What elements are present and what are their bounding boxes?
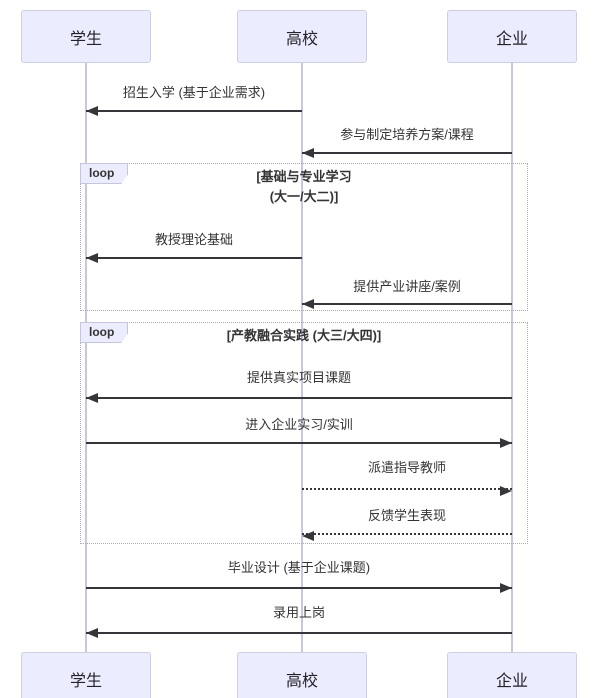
- arrowhead-icon: [86, 628, 98, 638]
- message-label: 提供产业讲座/案例: [353, 279, 461, 294]
- loop-keyword-label: loop: [80, 322, 128, 343]
- arrowhead-icon: [86, 393, 98, 403]
- message-label: 教授理论基础: [154, 232, 233, 247]
- loop-title-line-1: [产教融合实践 (大三/大四)]: [226, 328, 382, 343]
- message-arrow-left: [86, 393, 512, 403]
- message-arrow-left: [302, 148, 512, 158]
- loop-block-foundation: loop [基础与专业学习 (大一/大二)]: [80, 163, 528, 311]
- actor-enterprise-top: 企业: [447, 10, 577, 63]
- actor-label: 高校: [285, 30, 318, 48]
- message-label: 反馈学生表现: [367, 508, 446, 523]
- loop-block-practice: loop [产教融合实践 (大三/大四)]: [80, 322, 528, 544]
- message-arrow-right: [86, 583, 512, 593]
- message-label: 派遣指导教师: [367, 460, 446, 475]
- loop-keyword-label: loop: [80, 163, 128, 184]
- message-arrow-left: [302, 299, 512, 309]
- message-label: 招生入学 (基于企业需求): [122, 85, 266, 100]
- actor-student-top: 学生: [21, 10, 151, 63]
- message-label: 提供真实项目课题: [246, 370, 351, 385]
- actor-enterprise-bottom: 企业: [447, 652, 577, 698]
- lifeline-university: [301, 63, 303, 652]
- loop-title-line-2: (大一/大二)]: [269, 189, 339, 204]
- message-label: 毕业设计 (基于企业课题): [227, 560, 371, 575]
- message-label: 进入企业实习/实训: [245, 417, 353, 432]
- arrowhead-icon: [302, 531, 314, 541]
- loop-title: [基础与专业学习 (大一/大二)]: [81, 167, 527, 207]
- message-arrow-right: [302, 486, 512, 496]
- message-label: 录用上岗: [272, 605, 325, 620]
- actor-student-bottom: 学生: [21, 652, 151, 698]
- actor-label: 企业: [495, 672, 528, 690]
- loop-title: [产教融合实践 (大三/大四)]: [81, 326, 527, 346]
- actor-university-top: 高校: [237, 10, 367, 63]
- arrowhead-icon: [302, 299, 314, 309]
- actor-label: 学生: [69, 672, 102, 690]
- arrowhead-icon: [86, 106, 98, 116]
- message-arrow-left: [86, 628, 512, 638]
- actor-label: 高校: [285, 672, 318, 690]
- arrowhead-icon: [302, 148, 314, 158]
- lifeline-enterprise: [511, 63, 513, 652]
- actor-university-bottom: 高校: [237, 652, 367, 698]
- message-label: 参与制定培养方案/课程: [340, 127, 474, 142]
- message-arrow-left: [302, 531, 512, 541]
- message-arrow-right: [86, 438, 512, 448]
- loop-title-line-1: [基础与专业学习: [256, 169, 352, 184]
- message-arrow-left: [86, 253, 302, 263]
- arrowhead-icon: [500, 438, 512, 448]
- arrowhead-icon: [86, 253, 98, 263]
- arrowhead-icon: [500, 486, 512, 496]
- actor-label: 学生: [69, 30, 102, 48]
- arrowhead-icon: [500, 583, 512, 593]
- actor-label: 企业: [495, 30, 528, 48]
- lifeline-student: [85, 63, 87, 652]
- message-arrow-left: [86, 106, 302, 116]
